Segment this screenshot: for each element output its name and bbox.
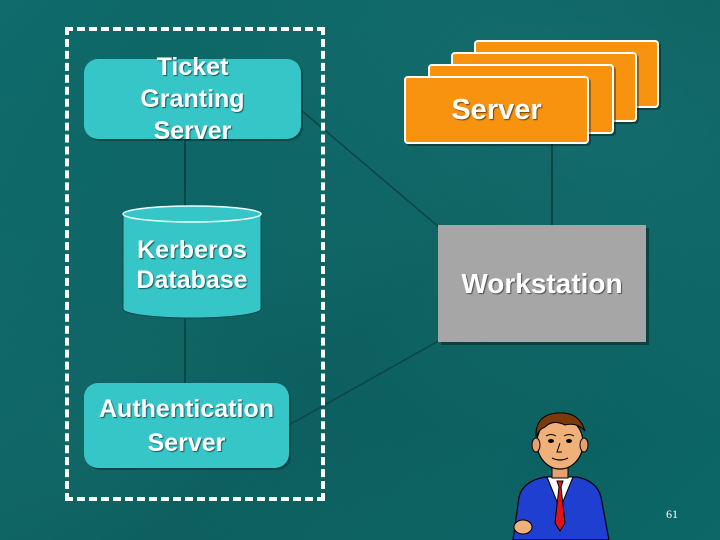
ticket-granting-server-node: Ticket Granting Server — [84, 59, 301, 139]
user-figure-icon — [505, 405, 615, 540]
authentication-server-node: Authentication Server — [84, 383, 289, 468]
server-node: Server — [404, 76, 589, 144]
kerberos-database-node: Kerberos Database — [122, 205, 262, 320]
server-label: Server — [451, 94, 541, 127]
kerberos-database-label: Kerberos Database — [122, 235, 262, 295]
workstation-label: Workstation — [461, 268, 622, 300]
authentication-server-label: Authentication Server — [87, 392, 287, 460]
workstation-node: Workstation — [438, 225, 646, 342]
page-number: 61 — [666, 507, 678, 522]
ticket-granting-server-label: Ticket Granting Server — [118, 51, 268, 147]
